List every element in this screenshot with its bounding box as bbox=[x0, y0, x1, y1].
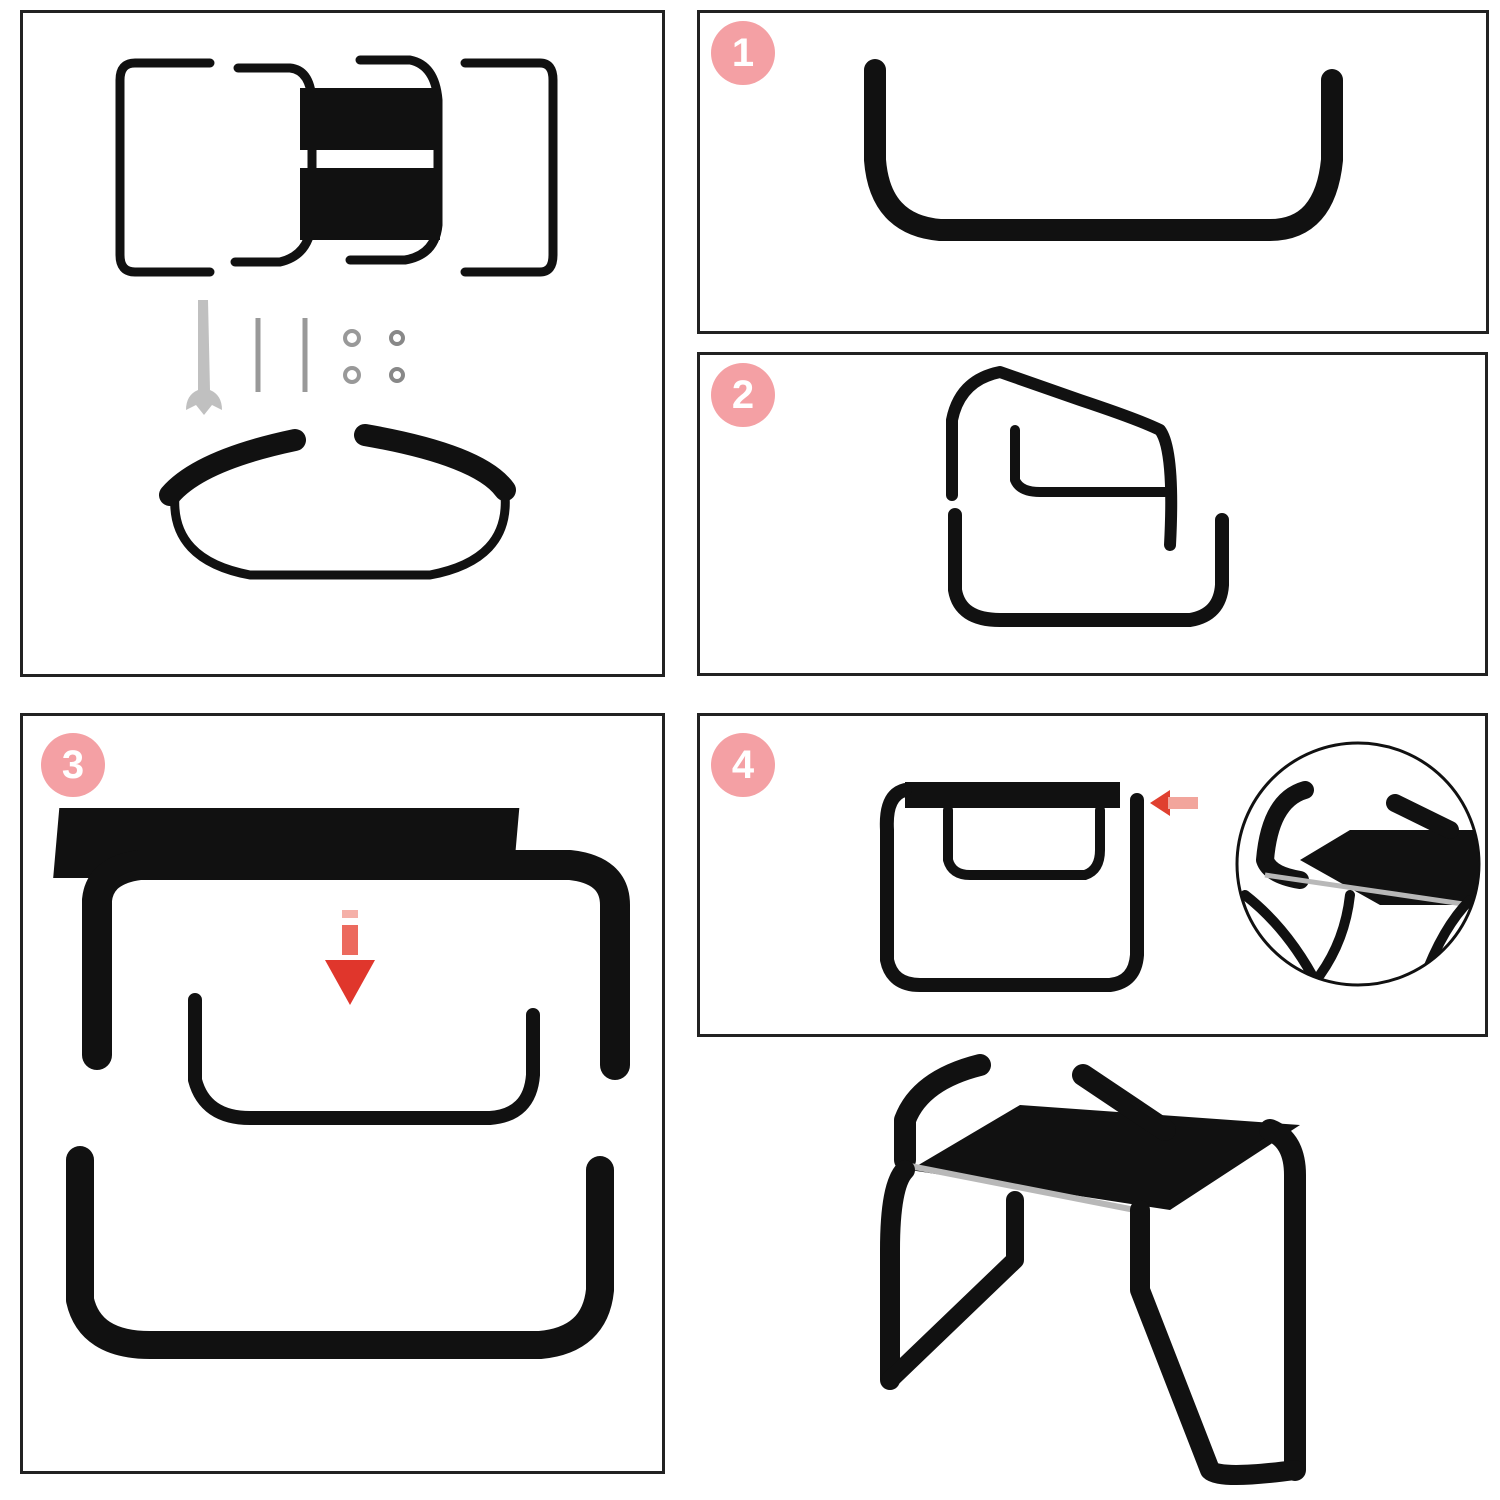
step-1-panel bbox=[697, 10, 1489, 334]
step-badge-4: 4 bbox=[711, 733, 775, 797]
step-3-illustration bbox=[53, 808, 630, 1359]
step-badge-1: 1 bbox=[711, 21, 775, 85]
wrench-icon bbox=[186, 300, 222, 415]
step-1-u-bar bbox=[864, 59, 1343, 241]
nut-icon bbox=[389, 367, 405, 383]
step-badge-2: 2 bbox=[711, 363, 775, 427]
arrow-down-icon bbox=[325, 910, 375, 1005]
washer-icon bbox=[343, 366, 361, 384]
arrow-left-icon bbox=[1150, 790, 1198, 816]
detail-inset bbox=[1235, 741, 1481, 987]
nut-icon bbox=[389, 330, 405, 346]
step-4-illustration bbox=[879, 741, 1481, 992]
handle-bar-part bbox=[159, 424, 516, 580]
assembled-product bbox=[880, 1054, 1306, 1485]
parts-frames bbox=[115, 55, 558, 277]
step-badge-3: 3 bbox=[41, 733, 105, 797]
seat-strap bbox=[300, 168, 440, 240]
hardware-parts bbox=[186, 300, 405, 415]
seat-strap bbox=[300, 88, 440, 150]
step-2-illustration bbox=[946, 366, 1229, 627]
washer-icon bbox=[343, 329, 361, 347]
